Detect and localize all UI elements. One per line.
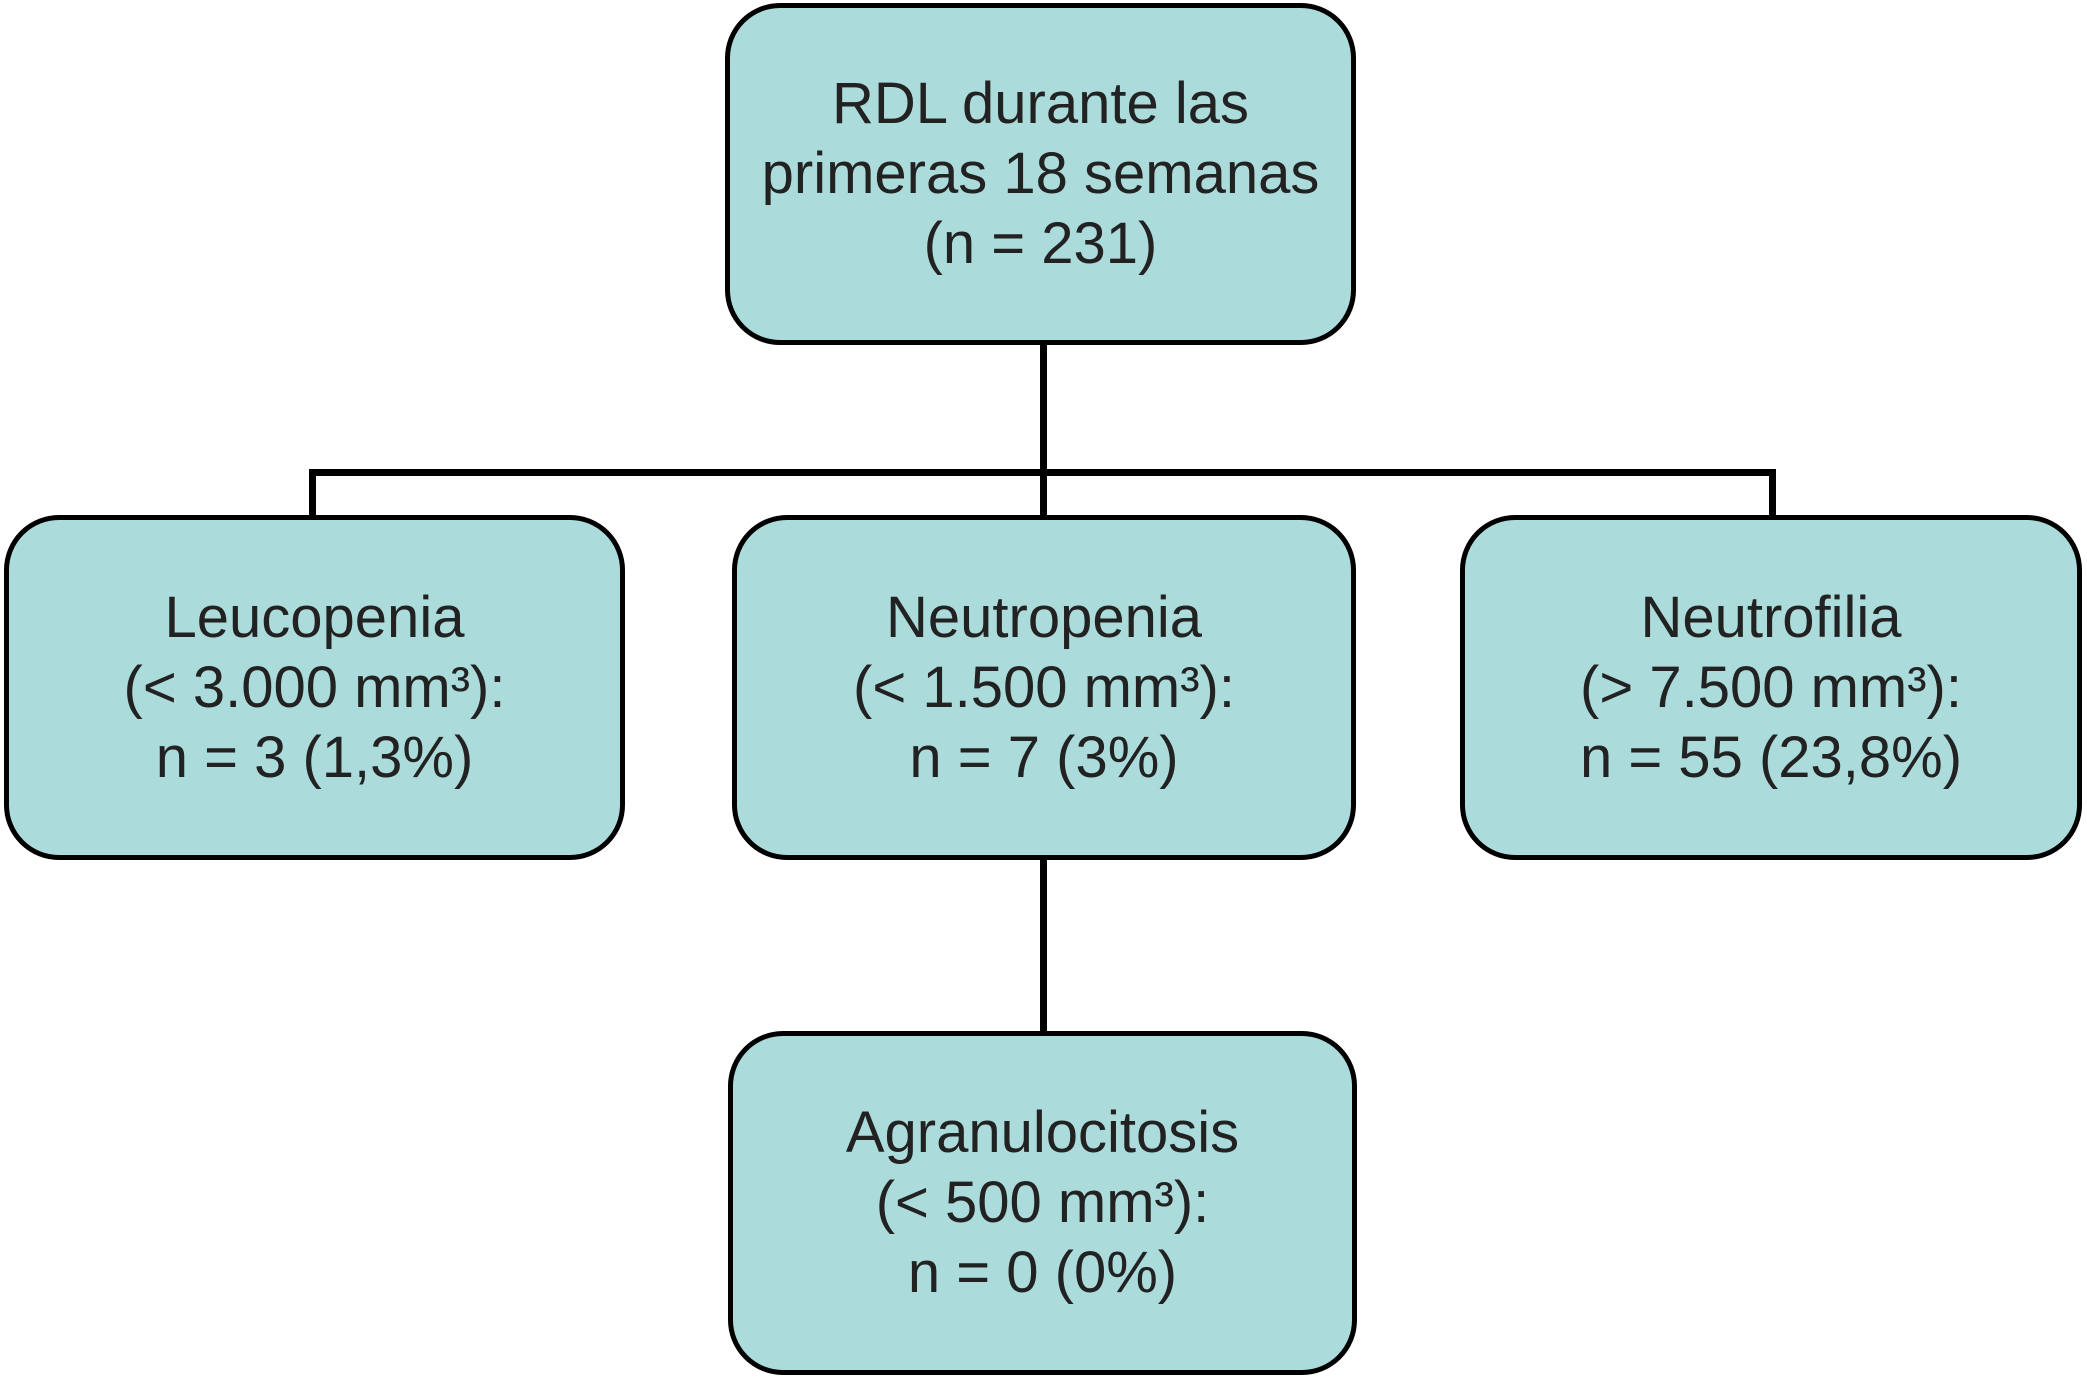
node-neutrofilia: Neutrofilia (> 7.500 mm³): n = 55 (23,8%… bbox=[1460, 515, 2082, 860]
node-count: n = 0 (0%) bbox=[907, 1240, 1178, 1305]
node-threshold: (> 7.500 mm³): bbox=[1580, 654, 1962, 720]
node-threshold: (< 500 mm³): bbox=[875, 1170, 1210, 1235]
connector-rail-to-neutrofilia bbox=[1769, 469, 1776, 519]
node-threshold: (< 1.500 mm³): bbox=[853, 654, 1235, 720]
node-count: n = 3 (1,3%) bbox=[155, 724, 474, 790]
node-leucopenia: Leucopenia (< 3.000 mm³): n = 3 (1,3%) bbox=[4, 515, 625, 860]
node-subtitle: primeras 18 semanas bbox=[761, 141, 1320, 206]
node-title: Agranulocitosis bbox=[845, 1100, 1240, 1165]
node-count: n = 7 (3%) bbox=[909, 724, 1179, 790]
node-neutropenia: Neutropenia (< 1.500 mm³): n = 7 (3%) bbox=[732, 515, 1356, 860]
node-title: Leucopenia bbox=[164, 584, 465, 650]
connector-rail-to-leucopenia bbox=[309, 469, 316, 519]
node-threshold: (< 3.000 mm³): bbox=[123, 654, 506, 720]
node-title: Neutropenia bbox=[886, 584, 1202, 650]
node-title: RDL durante las bbox=[832, 71, 1249, 136]
connector-root-to-rail bbox=[1040, 343, 1047, 519]
connector-neutropenia-to-agranulocitosis bbox=[1040, 858, 1047, 1035]
node-rdl-root: RDL durante las primeras 18 semanas (n =… bbox=[725, 3, 1356, 345]
node-count: (n = 231) bbox=[923, 211, 1158, 276]
node-title: Neutrofilia bbox=[1640, 584, 1902, 650]
connector-horizontal-rail bbox=[309, 469, 1776, 476]
node-count: n = 55 (23,8%) bbox=[1579, 724, 1963, 790]
node-agranulocitosis: Agranulocitosis (< 500 mm³): n = 0 (0%) bbox=[728, 1031, 1357, 1375]
